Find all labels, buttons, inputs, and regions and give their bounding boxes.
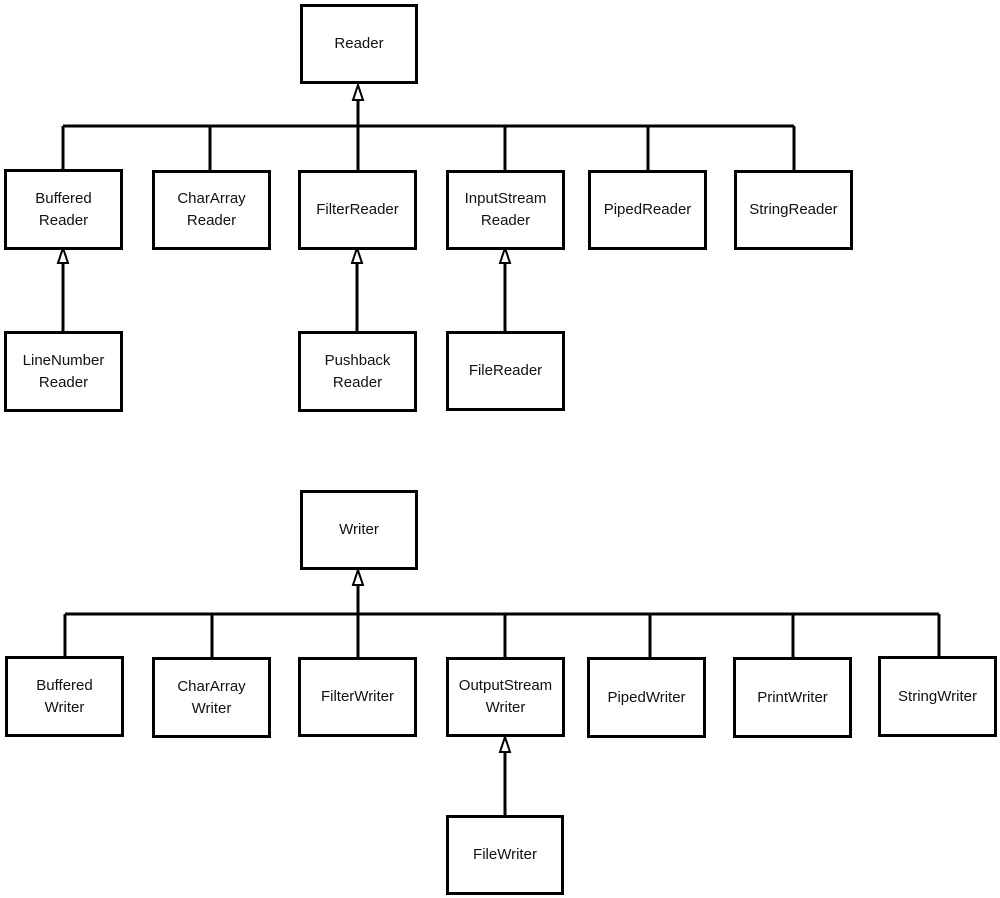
node-label: InputStream Reader (464, 190, 547, 229)
node-label: PrintWriter (757, 688, 828, 706)
reader-inheritance-arrow-icon (351, 81, 365, 101)
node-label: FilterReader (316, 201, 399, 218)
node-label: PipedWriter (607, 688, 686, 706)
node-linenumber-reader: LineNumber Reader (4, 331, 123, 412)
node-string-writer: StringWriter (878, 656, 997, 737)
node-label: OutputStream Writer (458, 677, 553, 716)
node-file-reader: FileReader (446, 331, 565, 411)
node-label: Pushback Reader (324, 351, 391, 391)
node-label: FileReader (468, 362, 543, 379)
writer-inheritance-arrow-icon (351, 566, 365, 586)
node-filter-writer: FilterWriter (298, 657, 417, 737)
node-label: Writer (339, 521, 379, 538)
buffered-reader-inheritance-arrow-icon (56, 244, 70, 264)
node-label: StringReader (749, 201, 838, 218)
node-outputstream-writer: OutputStream Writer (446, 657, 565, 737)
node-label: FileWriter (473, 846, 537, 863)
node-print-writer: PrintWriter (733, 657, 852, 738)
node-piped-reader: PipedReader (588, 170, 707, 250)
node-label: Buffered Reader (35, 189, 92, 229)
node-string-reader: StringReader (734, 170, 853, 250)
node-writer: Writer (300, 490, 418, 570)
node-inputstream-reader: InputStream Reader (446, 170, 565, 250)
node-label: LineNumber Reader (22, 351, 105, 391)
node-file-writer: FileWriter (446, 815, 564, 895)
node-label: FilterWriter (320, 688, 395, 705)
node-reader: Reader (300, 4, 418, 84)
filter-reader-inheritance-arrow-icon (350, 244, 364, 264)
node-chararray-reader: CharArray Reader (152, 170, 271, 250)
node-chararray-writer: CharArray Writer (152, 657, 271, 738)
node-pushback-reader: Pushback Reader (298, 331, 417, 412)
node-buffered-writer: Buffered Writer (5, 656, 124, 737)
node-label: Buffered Writer (36, 676, 93, 716)
node-buffered-reader: Buffered Reader (4, 169, 123, 250)
node-piped-writer: PipedWriter (587, 657, 706, 738)
node-label: Reader (334, 35, 384, 52)
node-label: CharArray Writer (177, 677, 246, 717)
inputstream-reader-inheritance-arrow-icon (498, 244, 512, 264)
outputstream-writer-inheritance-arrow-icon (498, 733, 512, 753)
node-label: PipedReader (603, 201, 692, 218)
node-label: CharArray Reader (177, 190, 246, 229)
node-filter-reader: FilterReader (298, 170, 417, 250)
node-label: StringWriter (898, 687, 977, 705)
